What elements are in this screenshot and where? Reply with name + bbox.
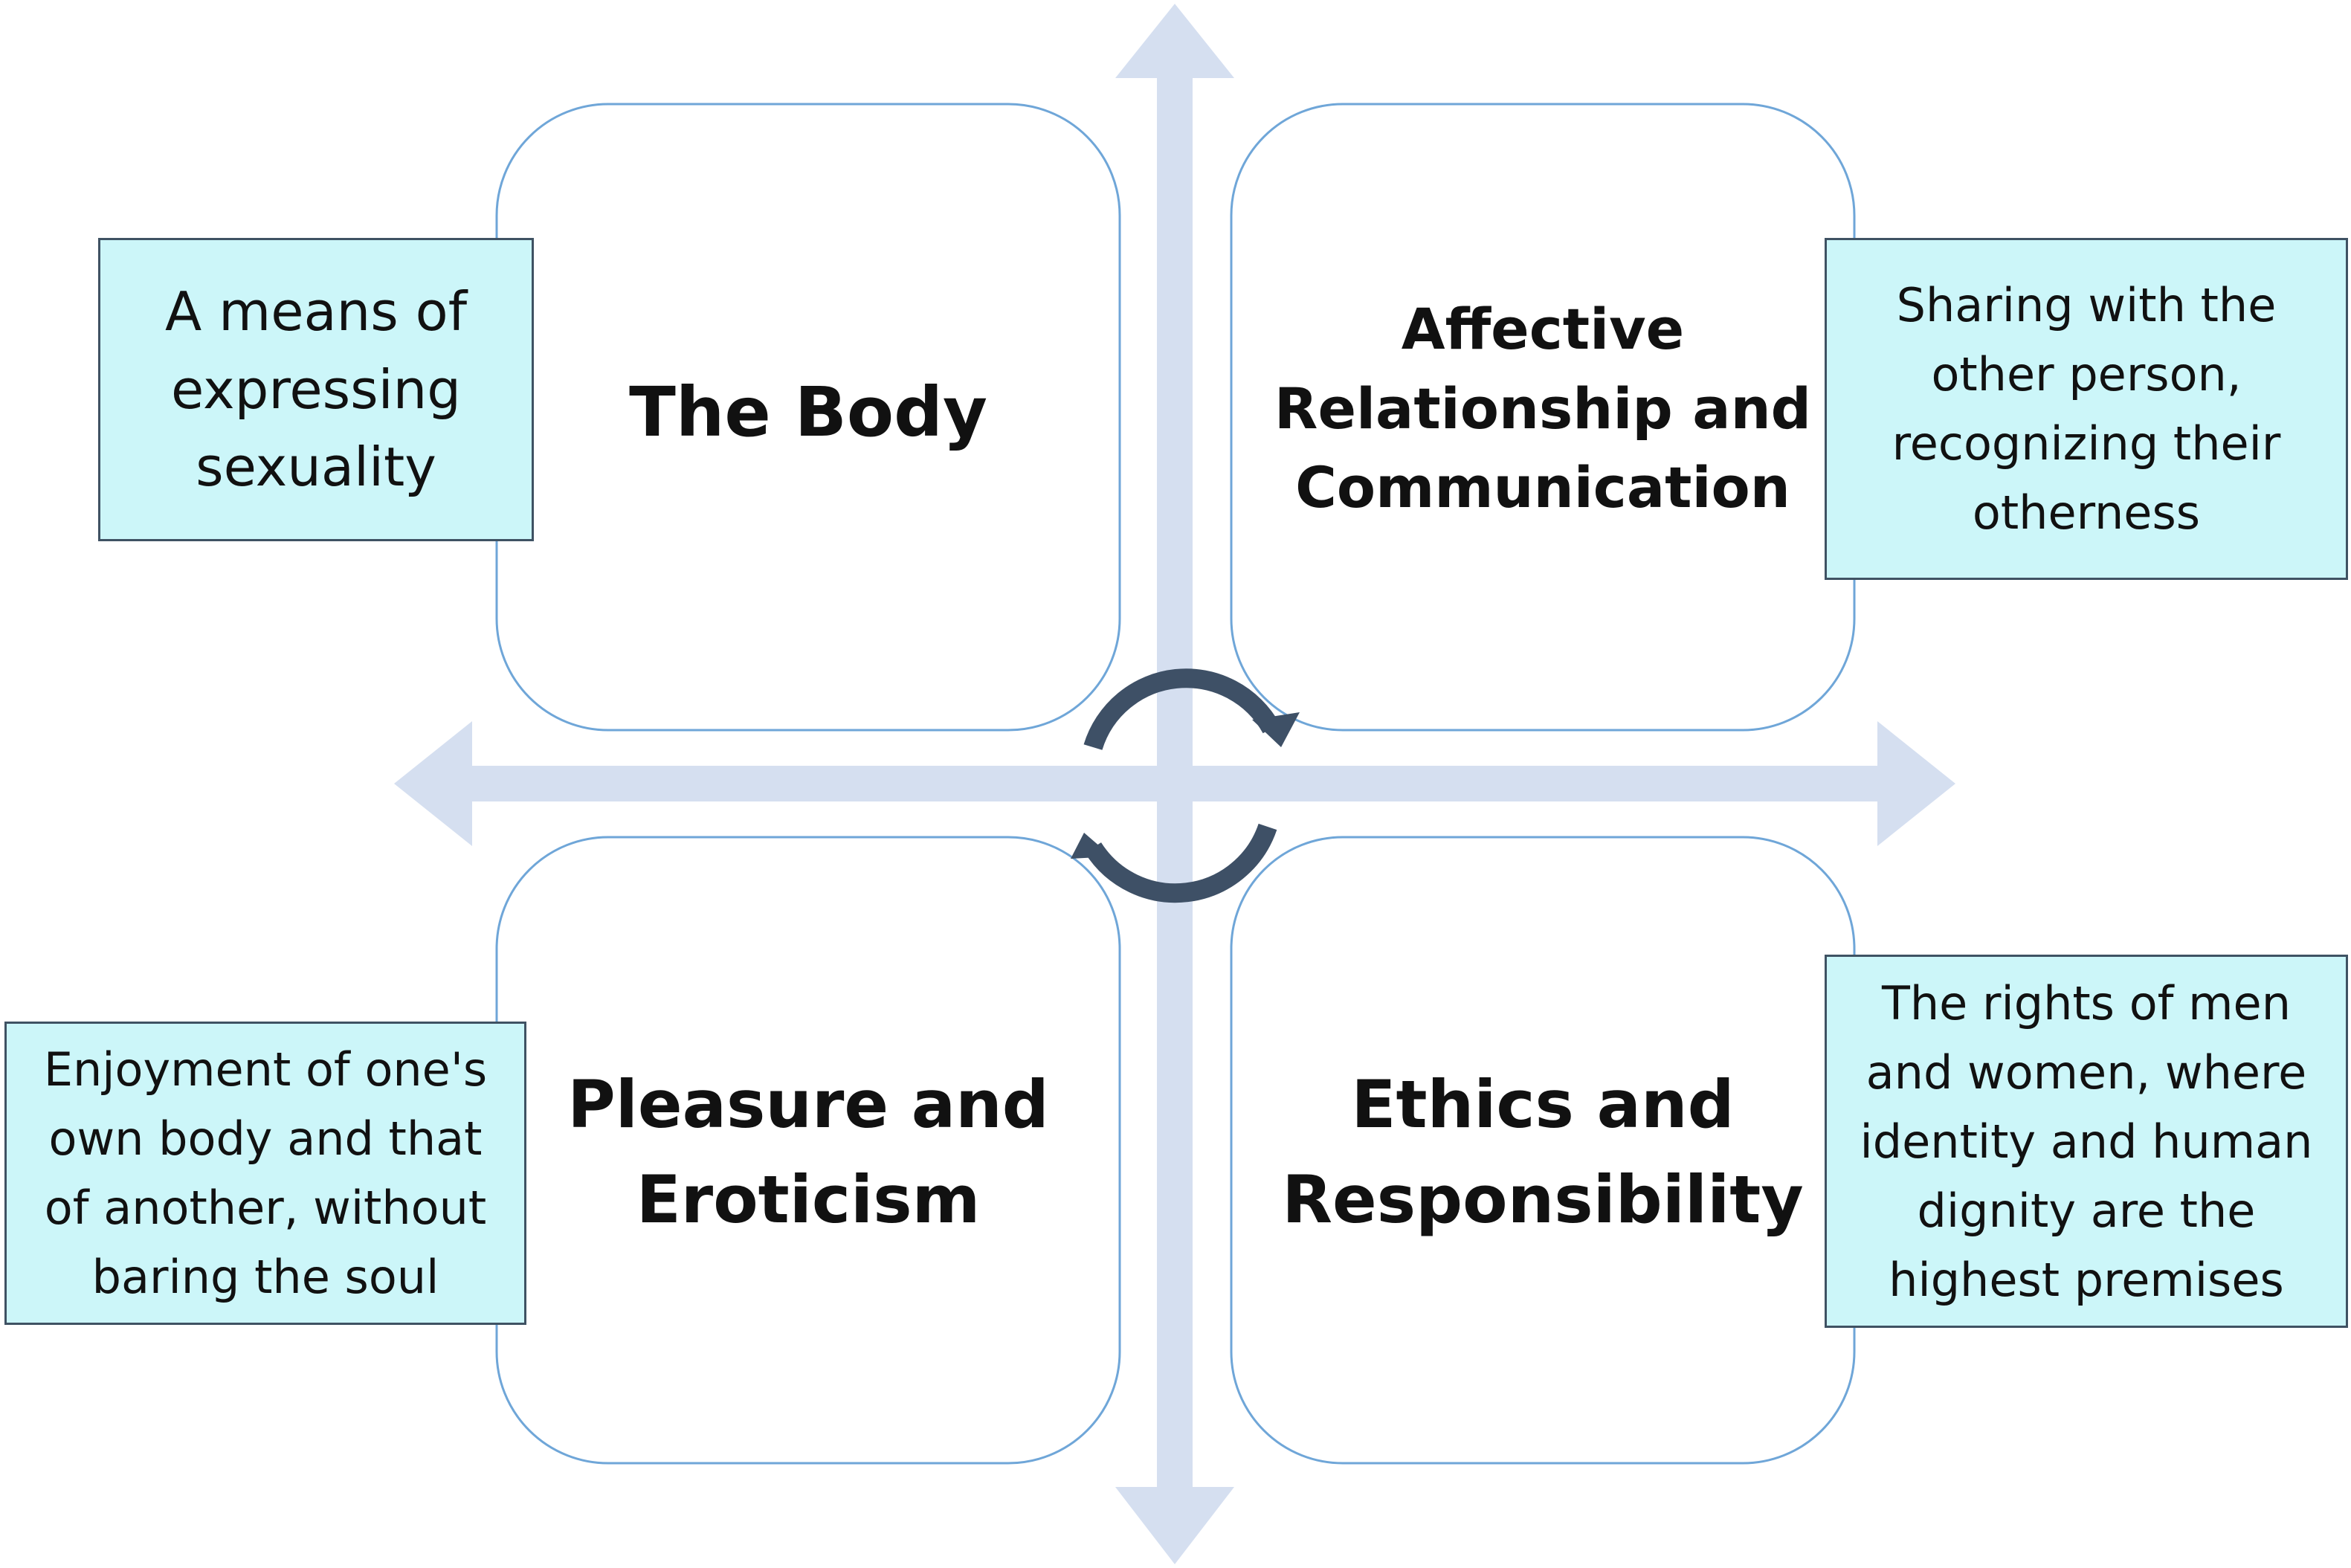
- cycle-arrowhead-right: [1252, 712, 1300, 747]
- note-affective: Sharing with the other person, recognizi…: [1825, 238, 2348, 580]
- quadrant-title-ethics: Ethics and Responsibility: [1282, 1066, 1804, 1238]
- quadrant-title-affective: Affective Relationship and Communication: [1274, 296, 1812, 521]
- note-body: A means of expressing sexuality: [98, 238, 534, 541]
- note-pleasure: Enjoyment of one's own body and that of …: [4, 1022, 526, 1325]
- quadrant-title-body: The Body: [629, 372, 987, 453]
- note-ethics: The rights of men and women, where ident…: [1825, 955, 2348, 1328]
- horizontal-axis-arrow: [394, 721, 1955, 846]
- cycle-arrowhead-left: [1071, 833, 1112, 859]
- cycle-arrows-icon: [1083, 668, 1280, 903]
- quadrant-title-pleasure: Pleasure and Eroticism: [567, 1066, 1049, 1238]
